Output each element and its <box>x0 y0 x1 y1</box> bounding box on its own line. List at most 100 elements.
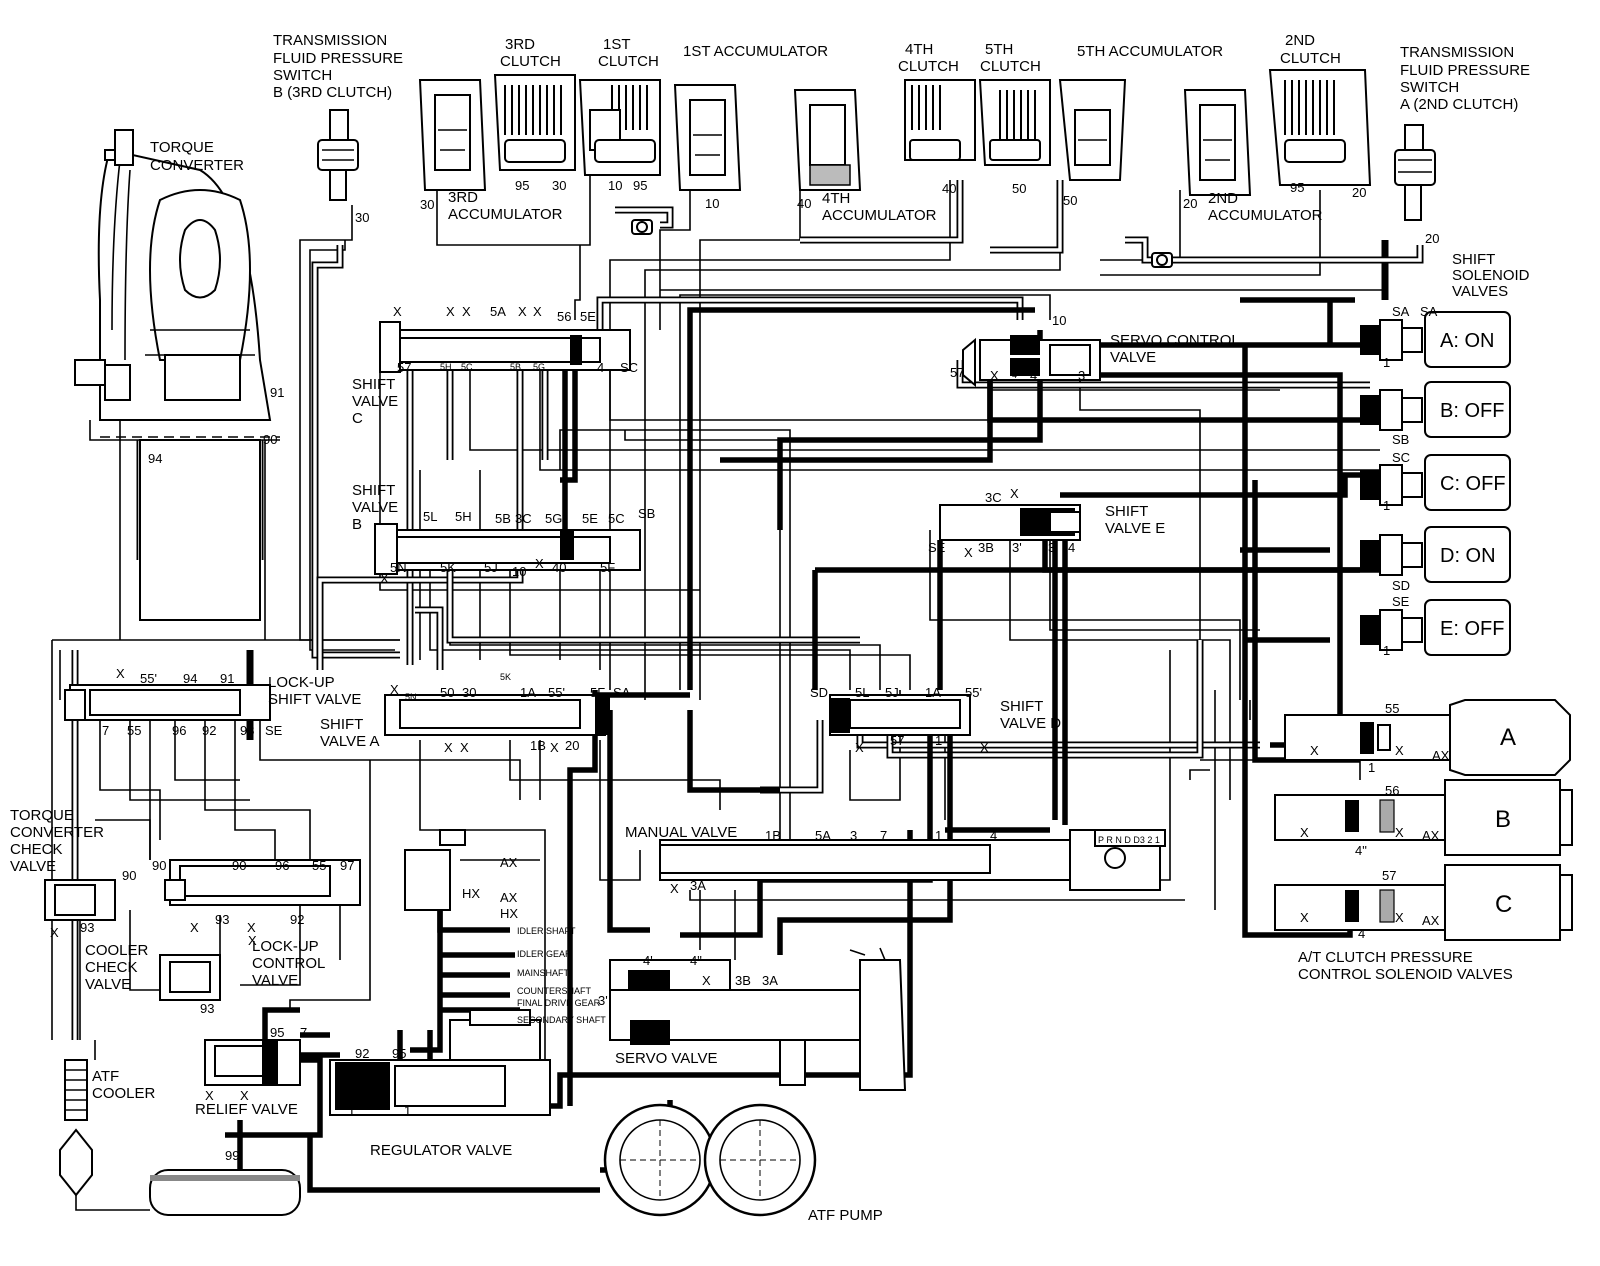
label-mainshaft: MAINSHAFT <box>517 968 570 978</box>
svg-text:90: 90 <box>152 858 166 873</box>
svg-text:5G: 5G <box>533 362 545 372</box>
svg-text:95: 95 <box>515 178 529 193</box>
component-labels: TORQUE CONVERTER TRANSMISSION FLUID PRES… <box>10 32 1530 1224</box>
solenoid-b-state: B: OFF <box>1440 400 1504 422</box>
svg-text:VALVE: VALVE <box>1110 349 1156 366</box>
svg-text:7: 7 <box>102 723 109 738</box>
svg-text:1: 1 <box>404 1103 411 1118</box>
svg-text:94: 94 <box>148 451 162 466</box>
svg-text:96: 96 <box>172 723 186 738</box>
svg-text:SE: SE <box>928 540 946 555</box>
svg-text:X: X <box>205 1088 214 1103</box>
shift-solenoid-c <box>1360 454 1511 511</box>
svg-text:5K: 5K <box>500 672 511 682</box>
svg-text:5B: 5B <box>510 362 521 372</box>
svg-text:5G: 5G <box>545 511 562 526</box>
svg-text:X: X <box>535 556 544 571</box>
torque-converter <box>74 129 280 621</box>
svg-text:X: X <box>1395 825 1404 840</box>
svg-text:56: 56 <box>557 309 571 324</box>
svg-text:1B: 1B <box>530 738 546 753</box>
svg-text:5E: 5E <box>582 511 598 526</box>
svg-text:94: 94 <box>183 671 197 686</box>
svg-text:FLUID PRESSURE: FLUID PRESSURE <box>1400 62 1530 79</box>
svg-text:10: 10 <box>705 196 719 211</box>
svg-text:20: 20 <box>1183 196 1197 211</box>
svg-text:1: 1 <box>348 1103 355 1118</box>
svg-text:ACCUMULATOR: ACCUMULATOR <box>1208 207 1323 224</box>
svg-text:57: 57 <box>950 365 964 380</box>
svg-text:5H: 5H <box>440 362 452 372</box>
clutch-3rd <box>493 74 576 171</box>
atf-cooler <box>59 1059 150 1211</box>
shaft-labels: IDLER SHAFT IDLER GEAR MAINSHAFT COUNTER… <box>517 835 1160 1025</box>
shift-solenoid-a <box>1360 311 1511 368</box>
label-clutch-3rd: 3RD <box>505 36 535 53</box>
solenoid-d-tag: SD <box>1392 578 1410 593</box>
svg-text:1: 1 <box>935 828 942 843</box>
label-accumulator-1st: 1ST ACCUMULATOR <box>683 43 828 60</box>
svg-text:FLUID PRESSURE: FLUID PRESSURE <box>273 50 403 67</box>
accumulator-5th <box>1058 79 1127 181</box>
pressure-switch-a <box>1394 124 1436 221</box>
svg-text:X: X <box>380 571 389 586</box>
svg-text:CONVERTER: CONVERTER <box>150 157 244 174</box>
pcs-a-port: 55 <box>1385 701 1399 716</box>
svg-text:90: 90 <box>263 432 277 447</box>
svg-text:5L: 5L <box>423 509 437 524</box>
svg-text:5J: 5J <box>484 560 498 575</box>
svg-text:X: X <box>533 304 542 319</box>
svg-text:CHECK: CHECK <box>85 959 138 976</box>
pcs-b-port: 56 <box>1385 783 1399 798</box>
pcs-c-port: 57 <box>1382 868 1396 883</box>
svg-text:X: X <box>855 740 864 755</box>
svg-text:3C: 3C <box>985 490 1002 505</box>
label-tc-check-valve: TORQUE <box>10 807 74 824</box>
svg-text:30: 30 <box>552 178 566 193</box>
svg-text:X: X <box>446 304 455 319</box>
svg-text:5C: 5C <box>461 362 473 372</box>
svg-text:SWITCH: SWITCH <box>1400 79 1459 96</box>
svg-text:X: X <box>1010 486 1019 501</box>
svg-text:92: 92 <box>355 1046 369 1061</box>
svg-text:CONTROL: CONTROL <box>252 955 325 972</box>
svg-text:X: X <box>444 740 453 755</box>
svg-text:X: X <box>116 666 125 681</box>
clutch-2nd <box>1268 69 1372 186</box>
label-at-clutch-pcsv: A/T CLUTCH PRESSURE <box>1298 949 1473 966</box>
label-idler-gear: IDLER GEAR <box>517 949 572 959</box>
svg-text:30: 30 <box>355 210 369 225</box>
svg-text:30: 30 <box>462 685 476 700</box>
label-accumulator-2nd: 2ND <box>1208 190 1238 207</box>
svg-text:3B: 3B <box>978 540 994 555</box>
svg-text:57: 57 <box>890 733 904 748</box>
svg-text:4': 4' <box>643 953 653 968</box>
svg-text:SHIFT VALVE: SHIFT VALVE <box>268 691 361 708</box>
svg-text:SC: SC <box>620 360 638 375</box>
svg-text:5J: 5J <box>885 685 899 700</box>
label-accumulator-4th: 4TH <box>822 190 850 207</box>
label-accumulator-3rd: 3RD <box>448 189 478 206</box>
svg-text:AX: AX <box>1432 748 1450 763</box>
svg-text:B (3RD CLUTCH): B (3RD CLUTCH) <box>273 84 392 101</box>
label-torque-converter: TORQUE <box>150 139 214 156</box>
atf-strainer <box>149 1169 301 1216</box>
svg-text:X: X <box>1395 910 1404 925</box>
svg-text:93: 93 <box>80 920 94 935</box>
svg-text:20: 20 <box>565 738 579 753</box>
pcs-c <box>1274 864 1573 941</box>
solenoid-e-state: E: OFF <box>1440 618 1504 640</box>
svg-text:1A: 1A <box>925 685 941 700</box>
svg-text:VALVE: VALVE <box>85 976 131 993</box>
svg-text:57: 57 <box>397 360 411 375</box>
pressure-switch-b <box>317 109 359 201</box>
label-final-drive-gear: FINAL DRIVE GEAR <box>517 998 601 1008</box>
svg-text:X: X <box>1310 743 1319 758</box>
svg-text:CLUTCH: CLUTCH <box>898 58 959 75</box>
solenoid-state-labels: A: ON B: OFF C: OFF D: ON E: OFF SA SB S… <box>1382 304 1516 918</box>
label-relief-valve: RELIEF VALVE <box>195 1101 298 1118</box>
label-idler-shaft: IDLER SHAFT <box>517 926 576 936</box>
svg-text:VALVE: VALVE <box>252 972 298 989</box>
svg-text:B: B <box>352 516 362 533</box>
label-shift-valve-c: SHIFT <box>352 376 395 393</box>
